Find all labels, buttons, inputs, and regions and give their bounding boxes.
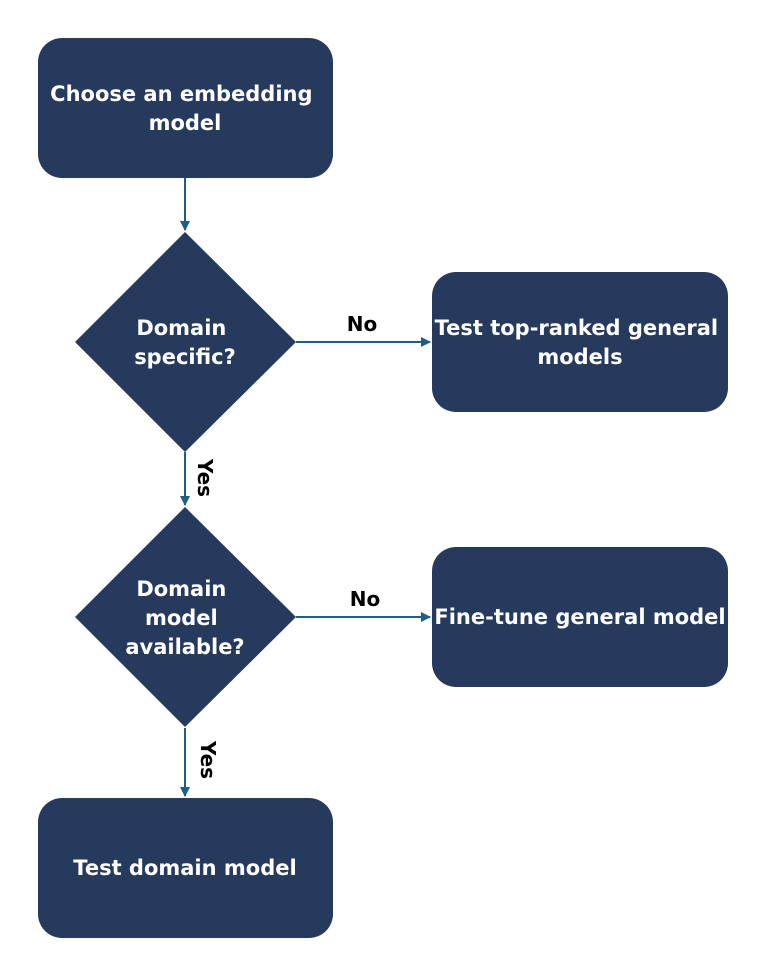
test-general-node: Test top-ranked general models (432, 272, 728, 412)
svg-text:Test domain model: Test domain model (73, 856, 296, 880)
svg-text:Test top-ranked general: Test top-ranked general models (435, 316, 726, 369)
test-domain-node: Test domain model (38, 798, 333, 938)
decision-available-line-1: Domain (136, 577, 226, 601)
start-node-line-1: Choose an embedding (50, 82, 312, 106)
decision-domain-model-available: Domain model available? (75, 507, 296, 727)
finetune-line-1: Fine-tune general model (434, 605, 725, 629)
test-general-line-2: models (537, 345, 622, 369)
decision-available-line-2: model (145, 606, 218, 630)
test-general-line-1: Test top-ranked general (435, 316, 719, 340)
test-domain-line-1: Test domain model (73, 856, 296, 880)
decision-domain-specific: Domain specific? (75, 232, 296, 452)
edge-label-yes-1: Yes (193, 458, 217, 497)
decision-domain-line-2: specific? (134, 345, 236, 369)
svg-text:Choose an embedding mode: Choose an embedding model (50, 82, 320, 135)
edge-label-no-2: No (350, 587, 380, 611)
edge-label-yes-2: Yes (196, 740, 220, 779)
svg-text:Fine-tune general model: Fine-tune general model (434, 605, 725, 629)
decision-domain-line-1: Domain (136, 316, 226, 340)
decision-available-line-3: available? (125, 635, 244, 659)
finetune-node: Fine-tune general model (432, 547, 728, 687)
svg-text:Domain specific?: Domain specific? (134, 316, 236, 369)
edge-label-no-1: No (347, 312, 377, 336)
start-node-line-2: model (149, 111, 222, 135)
svg-text:Domain model avail: Domain model available? (125, 577, 244, 659)
start-node: Choose an embedding model (38, 38, 333, 178)
